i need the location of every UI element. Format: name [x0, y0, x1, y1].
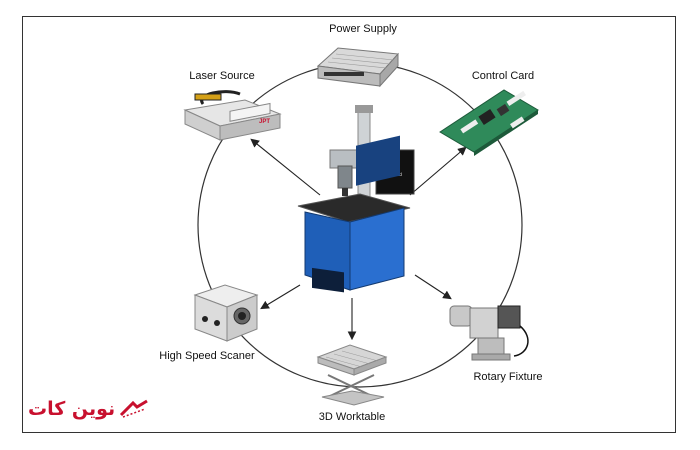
arrows [250, 138, 467, 341]
power-supply-icon [316, 47, 400, 88]
diagram-frame [22, 16, 676, 433]
label-rotary-fixture: Rotary Fixture [473, 371, 543, 383]
label-power-supply: Power Supply [329, 23, 397, 35]
arrow-to-rotary [414, 274, 452, 300]
high-speed-scaner-icon [193, 284, 259, 342]
label-laser-source: Laser Source [189, 70, 255, 82]
laser-source-brand: JPT [259, 119, 270, 125]
laser-source-icon: JPT [183, 90, 282, 141]
rotary-fixture-icon [449, 305, 529, 361]
label-high-speed-scaner: High Speed Scaner [159, 350, 255, 362]
label-3d-worktable: 3D Worktable [318, 411, 386, 423]
arrow-to-control-card [409, 146, 467, 196]
worktable-3d-icon [316, 344, 388, 406]
arrow-to-laser-source [250, 138, 321, 196]
brand-logo: نوین کات [28, 396, 149, 422]
control-card-icon [439, 89, 539, 156]
logo-text: نوین کات [28, 398, 116, 420]
laser-marking-machine-icon: N-Speed [297, 105, 415, 293]
arrow-to-scaner [260, 284, 301, 310]
logo-mark-icon [120, 399, 148, 418]
label-control-card: Control Card [471, 70, 535, 82]
